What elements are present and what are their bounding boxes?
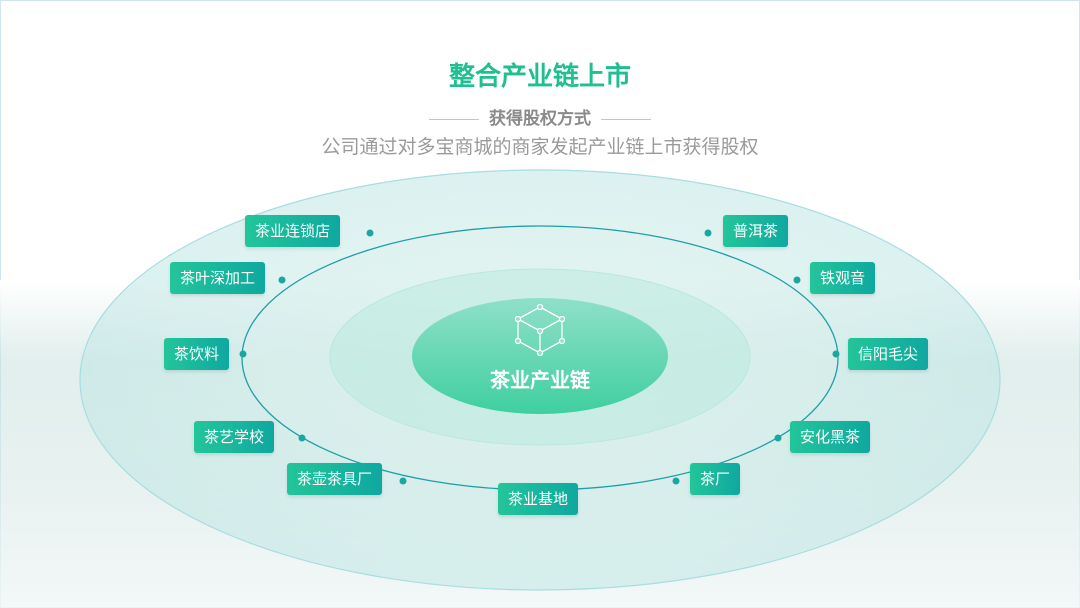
connector-dot	[793, 276, 801, 284]
description: 公司通过对多宝商城的商家发起产业链上市获得股权	[321, 136, 759, 158]
node-tag: 普洱茶	[723, 215, 789, 247]
subtitle-text: 获得股权方式	[489, 109, 591, 129]
node-tag: 茶厂	[690, 463, 741, 495]
connector-dot	[704, 229, 712, 237]
node-tag: 安化黑茶	[790, 421, 871, 453]
divider-left	[429, 118, 479, 120]
connector-dot	[774, 434, 782, 442]
connector-dot	[366, 229, 374, 237]
node-tag: 茶业基地	[498, 483, 579, 515]
node-tag: 信阳毛尖	[848, 338, 929, 370]
node-tag: 铁观音	[810, 262, 876, 294]
page-title: 整合产业链上市	[448, 62, 631, 92]
connector-dot	[672, 477, 680, 485]
divider-right	[601, 118, 651, 120]
node-tag: 茶业连锁店	[245, 215, 341, 247]
center-label: 茶业产业链	[490, 368, 590, 392]
connector-dot	[278, 276, 286, 284]
node-tag: 茶叶深加工	[170, 262, 266, 294]
node-tag: 茶壶茶具厂	[287, 463, 383, 495]
connector-dot	[239, 350, 247, 358]
subtitle: 获得股权方式	[0, 104, 1080, 129]
cube-network-icon	[514, 303, 566, 357]
node-tag: 茶艺学校	[194, 421, 275, 453]
connector-dot	[832, 350, 840, 358]
connector-dot	[399, 477, 407, 485]
connector-dot	[298, 434, 306, 442]
node-tag: 茶饮料	[164, 338, 230, 370]
